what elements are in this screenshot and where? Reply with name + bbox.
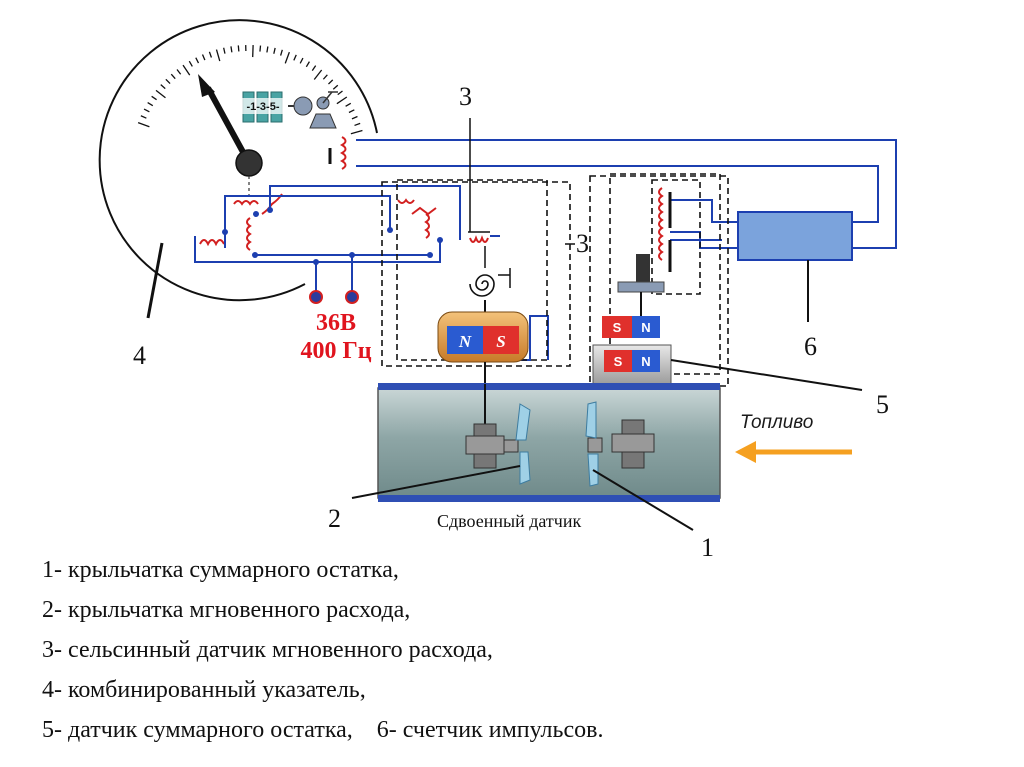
dial-tick <box>328 79 334 85</box>
fuel-label: Топливо <box>740 412 813 433</box>
upper-magnet-pole-right: N <box>641 320 650 335</box>
dial-tick <box>137 122 150 128</box>
dial-tick <box>337 90 343 96</box>
legend-item-2: 2- крыльчатка мгновенного расхода, <box>42 597 411 623</box>
dial-tick <box>305 61 310 68</box>
wire-junctions <box>222 207 443 265</box>
dial-tick <box>215 49 221 62</box>
supply-voltage-label: 36В <box>316 310 356 336</box>
label-3-top: 3 <box>459 82 472 111</box>
dial-tick <box>293 54 297 61</box>
label-1: 1 <box>701 533 714 562</box>
wiring <box>194 139 897 361</box>
dial-tick <box>182 64 191 76</box>
upper-magnet: S N <box>602 316 660 338</box>
sensor-caption: Сдвоенный датчик <box>437 511 581 531</box>
counter-drum-digits: -1-3-5- <box>246 101 279 113</box>
label-4: 4 <box>133 341 146 370</box>
dial-tick <box>188 60 193 67</box>
pointer-label-line-4 <box>146 242 164 319</box>
pulse-counter <box>737 211 853 261</box>
legend-item-3: 3- сельсинный датчик мгновенного расхода… <box>42 637 493 663</box>
dial-tick <box>237 45 240 52</box>
dial-tick <box>350 129 363 135</box>
drum-gear-icon <box>293 96 313 116</box>
dial-tick <box>279 49 283 56</box>
lower-magnet-housing: S N <box>592 344 672 386</box>
dial-tick <box>313 69 323 80</box>
dial-tick <box>140 115 147 119</box>
dial-tick <box>351 115 358 120</box>
dial-tick <box>332 84 339 90</box>
dial-tick <box>336 96 348 105</box>
dial-tick <box>266 46 269 53</box>
fuel-flow-arrow <box>735 441 852 463</box>
selsyn-magnet-assembly: N S <box>437 311 529 363</box>
dial-tick <box>259 45 262 52</box>
legend: 1- крыльчатка суммарного остатка, 2- кры… <box>42 550 1002 750</box>
upper-magnet-pole-left: S <box>613 320 622 335</box>
label-6: 6 <box>804 332 817 361</box>
counter-drum: -1-3-5- <box>238 91 338 129</box>
lower-magnet-pole-right: N <box>641 354 650 369</box>
dial-tick <box>208 51 213 58</box>
ratchet-icon <box>309 113 337 129</box>
needle-hub <box>235 149 263 177</box>
dial-tick <box>160 84 166 90</box>
selsyn-receiver <box>199 193 283 251</box>
supply-frequency-label: 400 Гц <box>300 338 371 364</box>
dial-tick <box>176 69 182 75</box>
label-2: 2 <box>328 504 341 533</box>
impeller-2 <box>465 384 531 485</box>
selsyn-transmitter <box>397 118 511 312</box>
indicator-dial-outline <box>98 19 378 302</box>
dial-tick <box>195 57 200 64</box>
dial-tick <box>345 102 352 107</box>
pointer-label-line-5 <box>670 359 863 391</box>
dial-tick <box>155 89 166 99</box>
dial-tick <box>273 47 276 54</box>
fuel-pipe <box>377 383 721 502</box>
indicator-pulse-coil <box>328 136 347 170</box>
dial-tick <box>299 57 304 64</box>
power-terminals <box>309 290 359 304</box>
dial-tick <box>201 54 206 61</box>
dial-tick <box>170 73 176 80</box>
impeller-blade-2 <box>515 403 531 441</box>
combined-indicator: -1-3-5- <box>98 19 378 319</box>
spiral-spring-icon <box>469 274 495 297</box>
terminal-left <box>309 290 323 304</box>
dial-tick <box>284 51 290 64</box>
needle-arrowhead <box>198 74 215 97</box>
impeller-1 <box>585 401 655 487</box>
pointer-label-line-1 <box>592 469 694 531</box>
label-3-side: 3 <box>576 229 589 258</box>
dial-tick <box>311 65 317 71</box>
selsyn-magnet-pole-right: S <box>496 332 505 351</box>
dial-tick <box>354 122 361 127</box>
lower-magnet-pole-left: S <box>614 354 623 369</box>
pointer-label-line-2 <box>351 465 521 499</box>
dial-tick <box>147 102 154 107</box>
totalizer-coil <box>658 187 672 272</box>
legend-item-5: 5- датчик суммарного остатка, 6- счетчик… <box>42 717 604 743</box>
legend-item-1: 1- крыльчатка суммарного остатка, <box>42 557 399 583</box>
selsyn-magnet-pole-left: N <box>458 332 472 351</box>
dial-tick <box>165 78 171 84</box>
legend-item-4: 4- комбинированный указатель, <box>42 677 366 703</box>
reed-switch <box>617 254 665 316</box>
dial-tick <box>322 74 328 80</box>
impeller-blade-1 <box>585 401 597 439</box>
indicator-needle <box>205 86 252 165</box>
terminal-right <box>345 290 359 304</box>
dial-tick <box>230 46 233 53</box>
dial-tick <box>151 95 157 101</box>
dial-tick <box>223 47 226 54</box>
dial-tick <box>143 108 150 113</box>
dial-scale-ticks <box>137 45 363 135</box>
label-5: 5 <box>876 390 889 419</box>
dial-tick <box>348 109 355 114</box>
